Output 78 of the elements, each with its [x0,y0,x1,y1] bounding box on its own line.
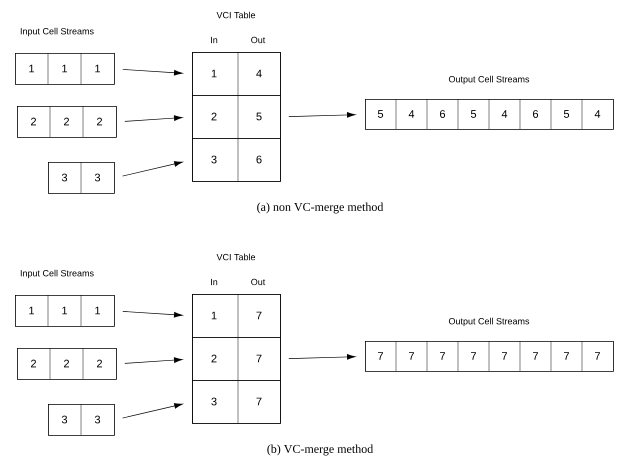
cell-number: 2 [31,118,36,126]
cell-number: 7 [256,312,262,320]
cell-number: 7 [471,352,476,360]
cell-number: 1 [212,70,217,78]
table-row [192,336,281,381]
cell-number: 1 [29,306,34,314]
column-header: In [211,278,218,286]
cell-number: 2 [97,360,102,368]
column-header: Out [251,36,266,44]
cell-stream [365,76,614,130]
arrow [124,357,183,364]
cell-number: 5 [470,110,476,118]
table-row [192,380,281,424]
cell-number: 7 [256,354,262,362]
arrow [122,403,183,418]
cell-number: 3 [62,174,68,182]
stream-heading: Input Cell Streams [20,28,94,36]
cell-number: 4 [408,110,414,118]
cell-number: 1 [95,64,100,72]
arrow [122,311,183,318]
cell-number: 3 [211,398,217,406]
table-heading: VCI Table [216,12,256,18]
cell-number: 1 [95,306,100,314]
cell-stream [48,404,115,436]
table-row [192,294,281,338]
cell-number: 2 [64,118,70,126]
cell-stream [15,294,115,327]
table-row [192,52,281,96]
cell-stream [17,106,117,138]
caption: (b) VC-merge method [267,444,374,456]
cell-number: 7 [533,352,538,360]
stream-heading: Output Cell Streams [448,318,530,326]
arrow [124,115,183,122]
cell-number: 7 [409,352,414,360]
arrow [288,112,356,118]
cell-number: 6 [440,110,446,118]
stream-heading: Output Cell Streams [448,76,530,84]
cell-number: 1 [62,306,68,314]
cell-number: 7 [595,352,600,360]
cell-number: 2 [97,118,102,126]
cell-number: 4 [256,70,262,78]
cell-stream [48,162,115,194]
cell-number: 7 [440,352,445,360]
cell-number: 5 [564,110,570,118]
cell-number: 3 [62,416,68,424]
cell-number: 3 [94,416,100,424]
cell-number: 7 [378,352,383,360]
arrow [288,354,356,360]
cell-number: 3 [211,156,217,164]
cell-number: 1 [212,312,217,320]
cell-number: 2 [64,360,70,368]
cell-number: 7 [256,398,262,406]
table-heading: VCI Table [216,254,256,260]
table-row [192,138,281,182]
caption: (a) non VC-merge method [257,202,384,214]
cell-number: 2 [212,112,217,120]
cell-number: 1 [62,64,68,72]
cell-number: 5 [256,112,262,120]
cell-number: 4 [594,110,600,118]
column-header: In [211,36,218,44]
cell-number: 5 [378,110,384,118]
stream-heading: Input Cell Streams [20,270,94,278]
cell-stream [365,318,614,372]
cell-stream [17,348,117,380]
cell-number: 6 [256,156,262,164]
column-header: Out [251,278,266,286]
cell-stream [15,52,115,85]
cell-number: 6 [533,110,538,118]
cell-number: 4 [502,110,508,118]
cell-number: 1 [29,64,34,72]
cell-number: 7 [502,352,507,360]
cell-number: 3 [94,174,100,182]
table-row [192,94,281,139]
cell-number: 2 [212,354,217,362]
arrow [122,69,183,76]
arrow [122,161,183,176]
cell-number: 7 [564,352,569,360]
cell-number: 2 [31,360,36,368]
